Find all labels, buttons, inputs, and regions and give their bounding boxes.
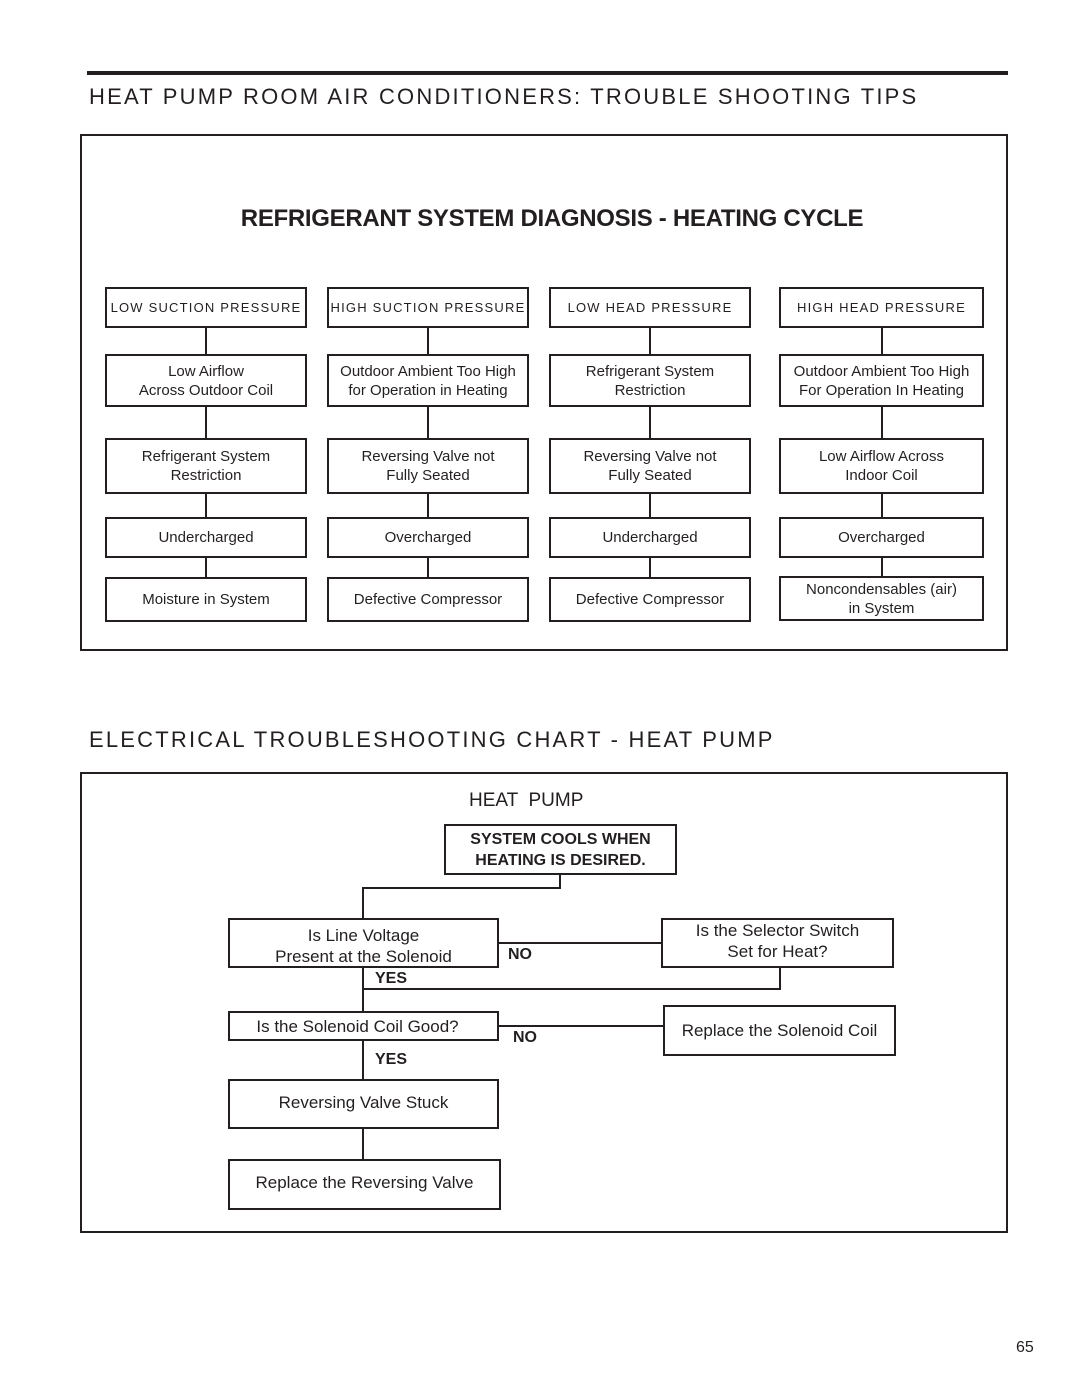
cause-box: Undercharged [105, 517, 307, 558]
connector [205, 328, 207, 354]
cause-box: Outdoor Ambient Too High For Operation I… [779, 354, 984, 407]
connector [881, 494, 883, 517]
connector [649, 407, 651, 438]
connector [881, 407, 883, 438]
connector [362, 887, 561, 889]
no-label: NO [513, 1029, 537, 1046]
solenoid-question-box: Is the Solenoid Coil Good? [228, 1011, 499, 1041]
connector [779, 968, 781, 990]
section-heading-electrical: ELECTRICAL TROUBLESHOOTING CHART - HEAT … [89, 727, 775, 752]
connector [649, 328, 651, 354]
cause-box: Reversing Valve not Fully Seated [327, 438, 529, 494]
connector [427, 328, 429, 354]
no-label: NO [508, 946, 532, 963]
cause-label: Overcharged [384, 529, 472, 546]
header-label: HIGH SUCTION PRESSURE [330, 300, 526, 315]
header-label: LOW HEAD PRESSURE [567, 300, 733, 315]
diagnosis-title: REFRIGERANT SYSTEM DIAGNOSIS - HEATING C… [240, 205, 864, 232]
cause-box: Low Airflow Across Indoor Coil [779, 438, 984, 494]
cause-box: Low Airflow Across Outdoor Coil [105, 354, 307, 407]
cause-label: Defective Compressor [353, 591, 503, 608]
header-label: LOW SUCTION PRESSURE [110, 300, 302, 315]
selector-question-label: Is the Selector Switch Set for Heat? [695, 921, 860, 961]
cause-label: Reversing Valve not Fully Seated [583, 448, 717, 484]
yes-label: YES [375, 970, 408, 987]
replace-solenoid-box: Replace the Solenoid Coil [663, 1005, 896, 1056]
header-label: HIGH HEAD PRESSURE [797, 300, 966, 315]
cause-box: Overcharged [327, 517, 529, 558]
cause-label: Outdoor Ambient Too High for Operation i… [340, 362, 516, 399]
connector [427, 494, 429, 517]
cause-box: Defective Compressor [549, 577, 751, 622]
cause-label: Overcharged [838, 529, 925, 546]
column-header-low-head: LOW HEAD PRESSURE [549, 287, 751, 328]
connector [205, 558, 207, 577]
cause-label: Defective Compressor [575, 591, 725, 608]
cause-box: Outdoor Ambient Too High for Operation i… [327, 354, 529, 407]
column-header-low-suction: LOW SUCTION PRESSURE [105, 287, 307, 328]
cause-box: Overcharged [779, 517, 984, 558]
cause-box: Moisture in System [105, 577, 307, 622]
cause-label: Reversing Valve not Fully Seated [361, 448, 495, 484]
cause-label: Noncondensables (air) in System [806, 580, 957, 617]
yes-label: YES [375, 1051, 408, 1068]
connector [881, 328, 883, 354]
flowchart-title: HEAT PUMP [469, 790, 584, 811]
reversing-stuck-label: Reversing Valve Stuck [278, 1092, 449, 1112]
cause-box: Noncondensables (air) in System [779, 576, 984, 621]
replace-solenoid-label: Replace the Solenoid Coil [681, 1021, 878, 1040]
column-header-high-suction: HIGH SUCTION PRESSURE [327, 287, 529, 328]
connector [205, 494, 207, 517]
solenoid-question-label: Is the Solenoid Coil Good? [256, 1016, 459, 1036]
selector-question-box: Is the Selector Switch Set for Heat? [661, 918, 894, 968]
reversing-stuck-box: Reversing Valve Stuck [228, 1079, 499, 1129]
line-voltage-question-box: Is Line Voltage Present at the Solenoid [228, 918, 499, 968]
section-heading-trouble-shooting: HEAT PUMP ROOM AIR CONDITIONERS: TROUBLE… [89, 84, 919, 109]
connector [649, 558, 651, 577]
diagnosis-panel [80, 134, 1008, 651]
connector [362, 1129, 364, 1159]
flowchart-panel [80, 772, 1008, 1233]
cause-label: Low Airflow Across Indoor Coil [818, 448, 945, 484]
start-box: SYSTEM COOLS WHEN HEATING IS DESIRED. [444, 824, 677, 875]
cause-box: Reversing Valve not Fully Seated [549, 438, 751, 494]
column-header-high-head: HIGH HEAD PRESSURE [779, 287, 984, 328]
connector [205, 407, 207, 438]
connector [362, 968, 364, 1011]
top-rule [87, 71, 1008, 75]
line-voltage-question-label: Is Line Voltage Present at the Solenoid [275, 926, 452, 966]
cause-label: Refrigerant System Restriction [585, 362, 715, 399]
cause-box: Refrigerant System Restriction [549, 354, 751, 407]
cause-label: Outdoor Ambient Too High For Operation I… [793, 362, 970, 399]
connector [499, 1025, 663, 1027]
connector [362, 1041, 364, 1079]
cause-label: Refrigerant System Restriction [141, 448, 271, 484]
start-label: SYSTEM COOLS WHEN HEATING IS DESIRED. [470, 830, 651, 869]
cause-label: Undercharged [602, 529, 698, 546]
cause-box: Undercharged [549, 517, 751, 558]
connector [427, 407, 429, 438]
connector [427, 558, 429, 577]
connector [649, 494, 651, 517]
connector [881, 558, 883, 576]
cause-label: Low Airflow Across Outdoor Coil [138, 362, 274, 399]
connector [362, 988, 781, 990]
cause-box: Defective Compressor [327, 577, 529, 622]
connector [362, 887, 364, 918]
cause-label: Undercharged [158, 529, 254, 546]
replace-reversing-box: Replace the Reversing Valve [228, 1159, 501, 1210]
cause-label: Moisture in System [142, 591, 270, 608]
connector [499, 942, 661, 944]
cause-box: Refrigerant System Restriction [105, 438, 307, 494]
connector [559, 875, 561, 888]
page-number: 65 [1016, 1339, 1034, 1356]
replace-reversing-label: Replace the Reversing Valve [255, 1173, 474, 1192]
